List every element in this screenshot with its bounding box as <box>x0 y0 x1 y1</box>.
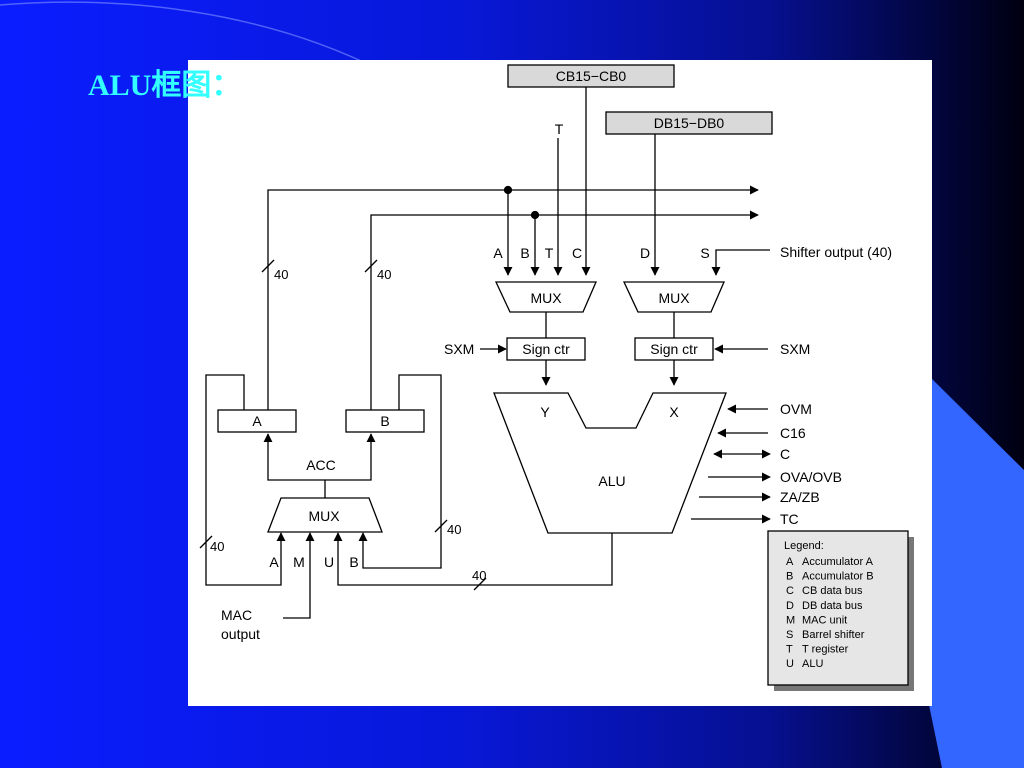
mux-input-b-label: B <box>520 245 529 261</box>
legend-key: A <box>786 556 794 568</box>
db-bus-label: DB15−DB0 <box>654 115 725 131</box>
legend-items: A Accumulator A B Accumulator B C CB data bus… <box>786 556 874 670</box>
bottom-mux-input-a: A <box>269 554 279 570</box>
legend-text: T register <box>802 644 849 656</box>
mux-left-shape <box>494 281 597 313</box>
bottom-mux-input-m: M <box>293 554 305 570</box>
cb-bus-box <box>507 64 675 88</box>
mac-output-label-line1: MAC <box>221 607 252 623</box>
mux-right-shape <box>622 281 725 313</box>
signal-ovm-label: OVM <box>780 401 812 417</box>
acc-label: ACC <box>306 457 336 473</box>
alu-x-label: X <box>669 404 679 420</box>
background-light-arc <box>0 1 381 71</box>
mux-input-t-label: T <box>545 245 554 261</box>
alu-y-label: Y <box>540 404 550 420</box>
signal-c16-label: C16 <box>780 425 806 441</box>
db-bus-box <box>605 111 773 135</box>
sxm-left-label: SXM <box>444 341 474 357</box>
legend-text: Accumulator A <box>802 556 874 568</box>
bottom-mux-input-b: B <box>349 554 358 570</box>
legend-text: Barrel shifter <box>802 629 865 641</box>
signal-za-zb-label: ZA/ZB <box>780 489 820 505</box>
acc-a-box <box>217 409 297 433</box>
mux-input-d-label: D <box>640 245 650 261</box>
sign-ctr-right-label: Sign ctr <box>650 341 698 357</box>
acc-b-bus-line <box>370 210 759 410</box>
diagram-panel: CB15−CB0 DB15−DB0 T A B T C D S Shifter … <box>188 60 932 706</box>
width-label-a-loop: 40 <box>210 539 224 554</box>
width-label-b-loop: 40 <box>447 522 461 537</box>
width-label-alu-out: 40 <box>472 568 486 583</box>
legend-key: M <box>786 614 795 626</box>
legend-key: C <box>786 585 794 597</box>
bottom-mux-input-u: U <box>324 554 334 570</box>
shifter-output-label: Shifter output (40) <box>780 244 892 260</box>
signal-c-label: C <box>780 446 790 462</box>
t-bus-label: T <box>555 121 564 137</box>
alu-block-diagram: CB15−CB0 DB15−DB0 T A B T C D S Shifter … <box>199 64 914 691</box>
sxm-right-label: SXM <box>780 341 810 357</box>
mux-s-input-line <box>711 249 770 276</box>
mux-input-c-label: C <box>572 245 582 261</box>
sign-ctr-left-label: Sign ctr <box>522 341 570 357</box>
cb-bus-label: CB15−CB0 <box>556 68 627 84</box>
acc-b-box <box>345 409 425 433</box>
mac-output-label-line2: output <box>221 626 260 642</box>
mux-left-label: MUX <box>530 290 562 306</box>
legend-title: Legend: <box>784 540 824 552</box>
legend-text: MAC unit <box>802 614 847 626</box>
signal-ova-ovb-label: OVA/OVB <box>780 469 842 485</box>
legend-box <box>767 530 909 686</box>
alu-shape <box>493 392 727 534</box>
width-label-b-up: 40 <box>377 267 391 282</box>
mux-right-label: MUX <box>658 290 690 306</box>
legend-text: Accumulator B <box>802 571 874 583</box>
legend-key: U <box>786 658 794 670</box>
signal-tc-label: TC <box>780 511 799 527</box>
acc-b-label: B <box>380 413 389 429</box>
legend-key: S <box>786 629 793 641</box>
legend-key: T <box>786 644 793 656</box>
acc-a-loop-line <box>205 374 286 586</box>
bottom-mux-shape <box>267 497 383 533</box>
slide-title: ALU框图： <box>88 69 242 102</box>
legend-text: ALU <box>802 658 823 670</box>
acc-a-bus-line <box>267 185 759 410</box>
mux-input-s-label: S <box>700 245 709 261</box>
acc-b-loop-line <box>358 374 442 569</box>
legend-key: B <box>786 571 793 583</box>
acc-a-label: A <box>252 413 262 429</box>
alu-label: ALU <box>598 473 625 489</box>
mac-output-line <box>283 532 315 619</box>
legend-text: CB data bus <box>802 585 863 597</box>
bottom-mux-label: MUX <box>308 508 340 524</box>
background-light-blue-shape <box>928 375 1024 768</box>
legend-text: DB data bus <box>802 600 863 612</box>
alu-output-line <box>333 532 613 586</box>
mux-input-a-label: A <box>493 245 503 261</box>
width-label-a-up: 40 <box>274 267 288 282</box>
legend-key: D <box>786 600 794 612</box>
